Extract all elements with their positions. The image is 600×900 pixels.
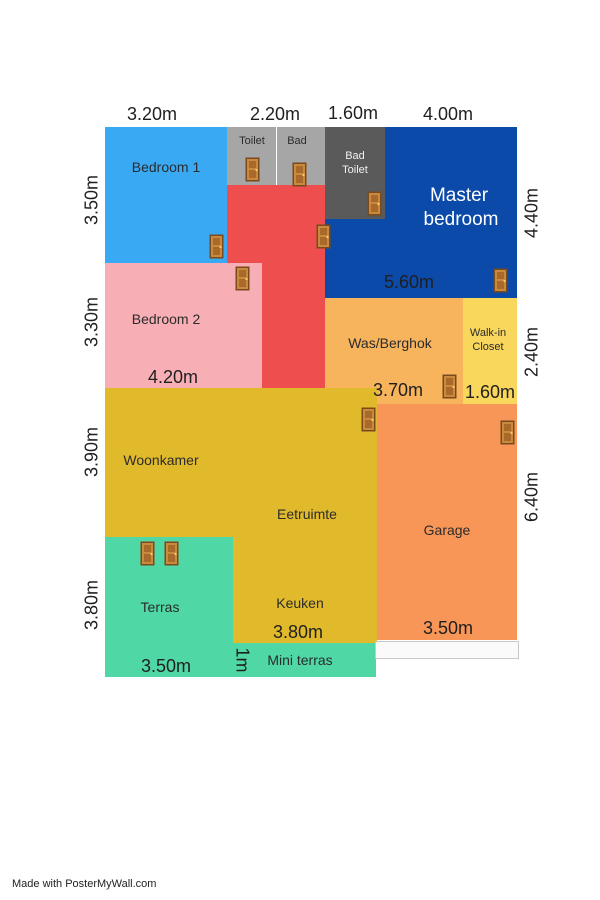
label-master-1: Master xyxy=(429,185,489,206)
dim-right-garage: 6.40m xyxy=(521,471,542,523)
dim-master-width: 5.60m xyxy=(384,272,435,292)
dim-left-terras: 3.80m xyxy=(81,579,102,631)
door-icon xyxy=(164,541,179,566)
dim-garage-width: 3.50m xyxy=(423,618,474,638)
dim-top-master: 4.00m xyxy=(423,104,474,124)
label-mini-terras: Mini terras xyxy=(267,652,333,668)
dim-left-woonkamer: 3.90m xyxy=(81,426,102,478)
dim-left-bedroom-1: 3.50m xyxy=(81,174,102,226)
door-icon xyxy=(316,224,331,249)
dim-right-walk-in: 2.40m xyxy=(521,326,542,378)
door-icon xyxy=(367,191,382,216)
room-mini-terras xyxy=(233,643,376,677)
door-icon xyxy=(209,234,224,259)
label-toilet: Toilet xyxy=(239,135,265,147)
label-bedroom-2: Bedroom 2 xyxy=(131,311,201,327)
door-icon xyxy=(500,420,515,445)
label-master-2: bedroom xyxy=(423,209,499,230)
label-walk-in-2: Closet xyxy=(472,341,504,353)
dim-right-master: 4.40m xyxy=(521,187,542,239)
room-master-bedroom-lower xyxy=(325,219,385,298)
room-walk-in-closet xyxy=(463,298,517,404)
label-bedroom-1: Bedroom 1 xyxy=(131,159,201,175)
dim-walk-in-width: 1.60m xyxy=(465,382,516,402)
label-terras: Terras xyxy=(140,599,180,615)
door-icon xyxy=(442,374,457,399)
label-garage: Garage xyxy=(423,522,471,538)
label-walk-in-1: Walk-in xyxy=(469,327,507,339)
door-icon xyxy=(140,541,155,566)
dim-top-toilet-bad: 2.20m xyxy=(250,104,301,124)
garage-door xyxy=(375,641,519,659)
door-icon xyxy=(493,268,508,293)
dim-keuken-width: 3.80m xyxy=(273,622,324,642)
room-garage xyxy=(377,404,517,640)
door-icon xyxy=(245,157,260,182)
dim-left-bedroom-2: 3.30m xyxy=(81,296,102,348)
label-eetruimte: Eetruimte xyxy=(277,506,337,522)
door-icon xyxy=(361,407,376,432)
room-bedroom-1 xyxy=(105,127,227,263)
label-keuken: Keuken xyxy=(276,595,324,611)
label-woonkamer: Woonkamer xyxy=(123,452,199,468)
label-bad: Bad xyxy=(287,135,307,147)
room-was-berghok xyxy=(325,298,463,404)
dim-was-width: 3.70m xyxy=(373,380,424,400)
label-was-berghok: Was/Berghok xyxy=(348,335,432,351)
dim-mini-terras-height: 1m xyxy=(232,647,253,673)
door-icon xyxy=(235,266,250,291)
dim-terras-width: 3.50m xyxy=(141,656,192,676)
label-bad-toilet-2: Toilet xyxy=(342,164,368,176)
dim-top-bedroom-1: 3.20m xyxy=(127,104,178,124)
dim-top-bad-toilet: 1.60m xyxy=(328,103,379,123)
label-bad-toilet-1: Bad xyxy=(345,150,365,162)
dim-bedroom-2-width: 4.20m xyxy=(148,367,199,387)
door-icon xyxy=(292,162,307,187)
credit-text: Made with PosterMyWall.com xyxy=(12,878,157,890)
